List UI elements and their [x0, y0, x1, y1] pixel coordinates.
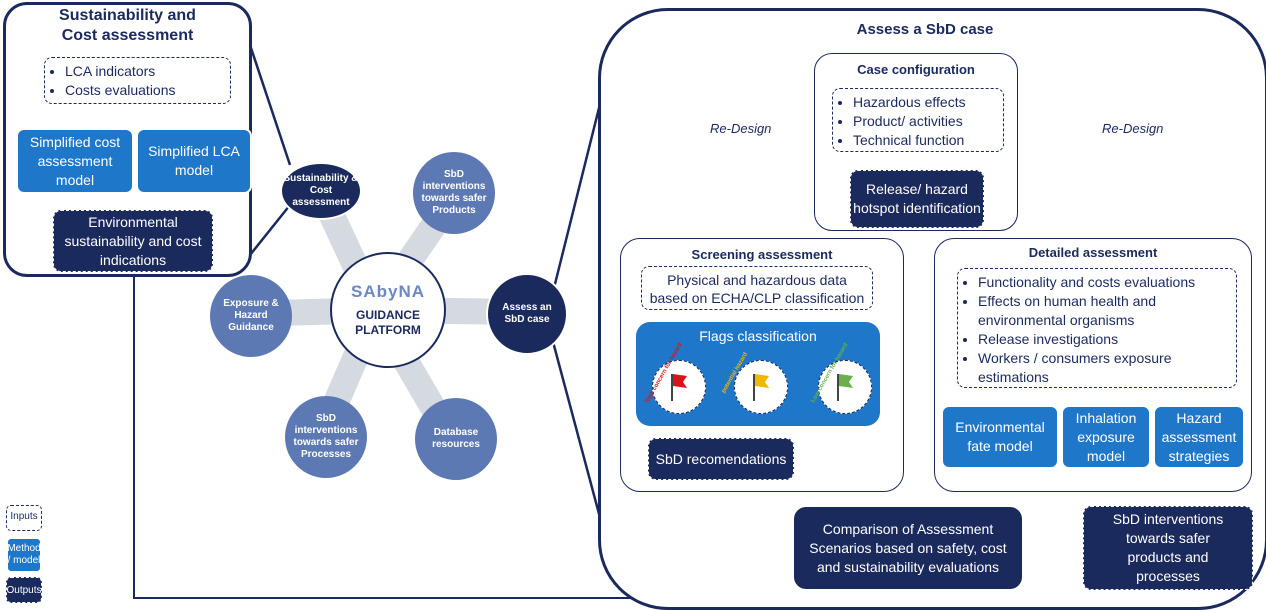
zoom-line-top-left — [248, 44, 292, 166]
output-environmental-indications: Environmental sustainability and cost in… — [53, 210, 213, 272]
hub-processes[interactable]: SbD interventions towards safer Processe… — [285, 396, 367, 478]
hub-products[interactable]: SbD interventions towards safer Products — [413, 152, 495, 234]
hub-exposure-hazard[interactable]: Exposure & Hazard Guidance — [210, 275, 292, 357]
redesign-left-label: Re-Design — [710, 121, 772, 136]
flag-circle — [818, 360, 872, 414]
screening-assessment-title: Screening assessment — [691, 247, 833, 262]
input-item: Release investigations — [978, 330, 1236, 349]
flag-icon — [753, 374, 769, 401]
input-item: Technical function — [853, 131, 1003, 150]
flags-classification-title: Flags classification — [699, 328, 817, 344]
flag-icon — [671, 374, 687, 401]
legend-method: Method / model — [6, 537, 42, 573]
zoom-line-bottom-left — [249, 204, 291, 256]
case-configuration-title: Case configuration — [857, 62, 975, 77]
legend-outputs: Outputs — [6, 577, 42, 603]
hub-center-title: GUIDANCE PLATFORM — [355, 308, 421, 337]
sustainability-panel-title: Sustainability and Cost assessment — [59, 7, 196, 44]
sustainability-inputs: LCA indicators Costs evaluations — [44, 57, 231, 104]
input-item: Costs evaluations — [65, 81, 230, 100]
hub-sustainability-cost[interactable]: Sustainability & Cost assessment — [280, 162, 362, 220]
case-configuration-inputs: Hazardous effects Product/ activities Te… — [832, 88, 1004, 152]
legend: Inputs Method / model Outputs — [6, 505, 42, 603]
output-sbd-interventions: SbD interventions towards safer products… — [1083, 506, 1253, 590]
output-comparison-scenarios: Comparison of Assessment Scenarios based… — [794, 507, 1022, 589]
method-simplified-cost: Simplified cost assessment model — [16, 128, 134, 194]
detailed-assessment-title: Detailed assessment — [1028, 245, 1158, 260]
input-item: Product/ activities — [853, 112, 1003, 131]
method-hazard-strategies: Hazard assessment strategies — [1153, 405, 1245, 469]
input-item: LCA indicators — [65, 62, 230, 81]
detailed-inputs: Functionality and costs evaluations Effe… — [957, 268, 1237, 388]
input-item: Hazardous effects — [853, 93, 1003, 112]
assess-panel-title: Assess a SbD case — [856, 21, 994, 38]
flag-icon — [837, 374, 853, 401]
flag-circle — [734, 360, 788, 414]
zoom-line-bottom-right — [550, 337, 608, 541]
zoom-line-top-right — [550, 79, 608, 297]
input-item: Effects on human health and environmenta… — [978, 292, 1236, 330]
legend-inputs: Inputs — [6, 505, 42, 531]
output-sbd-recommendations: SbD recomendations — [648, 438, 794, 480]
hub-assess-case[interactable]: Assess an SbD case — [486, 273, 568, 355]
flag-circle — [652, 360, 706, 414]
hub-center[interactable]: SAbyNA GUIDANCE PLATFORM — [330, 252, 446, 368]
input-item: Workers / consumers exposure estimations — [978, 349, 1236, 387]
method-environmental-fate: Environmental fate model — [941, 405, 1059, 469]
output-hotspot-identification: Release/ hazard hotspot identification — [850, 170, 984, 228]
hub-database[interactable]: Database resources — [415, 398, 497, 480]
sabyna-logo-icon: SAbyNA — [350, 282, 425, 301]
redesign-right-label: Re-Design — [1102, 121, 1164, 136]
method-simplified-lca: Simplified LCA model — [136, 128, 252, 194]
input-item: Functionality and costs evaluations — [978, 273, 1236, 292]
method-inhalation-exposure: Inhalation exposure model — [1061, 405, 1151, 469]
screening-input: Physical and hazardous data based on ECH… — [641, 266, 873, 310]
